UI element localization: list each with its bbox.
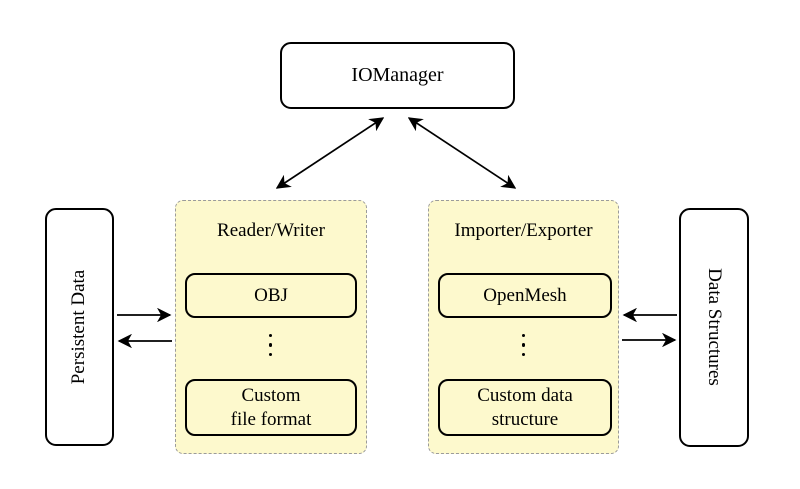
- vdots-icon: [522, 334, 526, 357]
- item-custom-data-structure-label: Custom data: [477, 384, 573, 406]
- node-persistent-data-label: Persistent Data: [68, 269, 89, 385]
- item-custom-data-structure: Custom data structure: [438, 379, 612, 436]
- item-custom-file-format: Custom file format: [185, 379, 357, 436]
- node-iomanager-label: IOManager: [351, 64, 444, 86]
- arrow-iomanager-importerexporter: [407, 117, 517, 189]
- panel-reader-writer-title: Reader/Writer: [217, 220, 325, 241]
- item-openmesh: OpenMesh: [438, 273, 612, 318]
- item-custom-file-format-label: Custom: [241, 384, 301, 406]
- item-obj: OBJ: [185, 273, 357, 318]
- node-persistent-data: [45, 208, 114, 446]
- item-openmesh-label: OpenMesh: [483, 284, 567, 306]
- vdots-icon: [269, 334, 273, 357]
- node-iomanager: IOManager: [280, 42, 515, 109]
- item-obj-label: OBJ: [254, 284, 288, 306]
- node-data-structures: [679, 208, 749, 447]
- node-data-structures-label: Data Structures: [704, 268, 725, 386]
- arrow-iomanager-readerwriter: [275, 117, 385, 189]
- panel-importer-exporter-title: Importer/Exporter: [454, 220, 593, 241]
